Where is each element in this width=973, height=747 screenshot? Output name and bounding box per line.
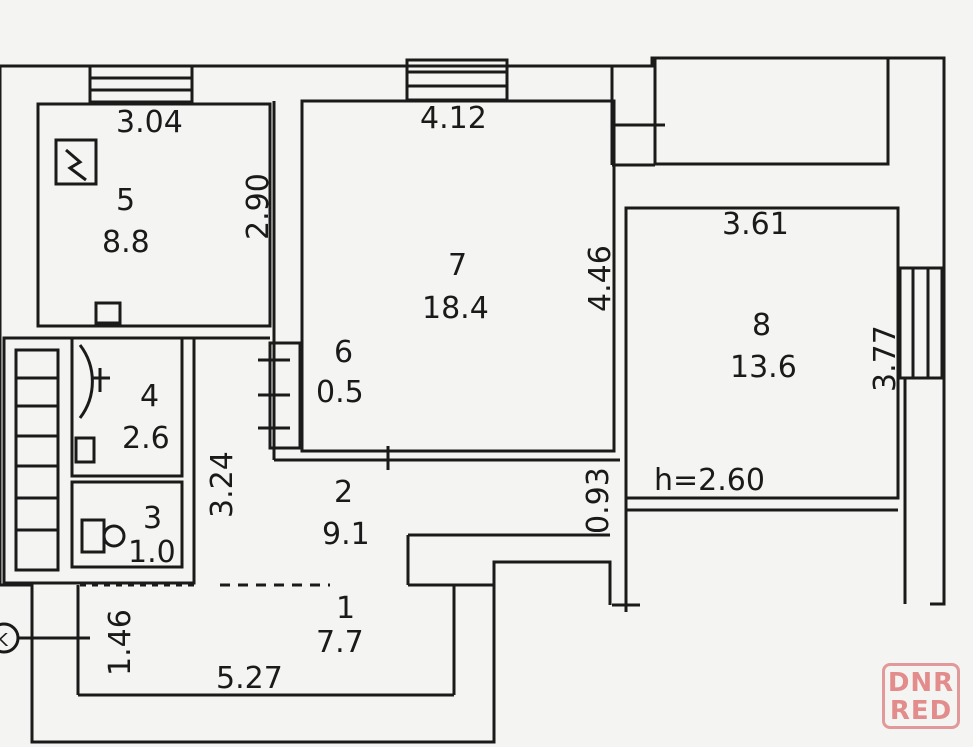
room-3-area: 1.0 — [128, 535, 176, 570]
room-5-number: 5 — [116, 183, 135, 218]
watermark-logo: DNR RED — [882, 663, 960, 729]
room-7-number: 7 — [448, 248, 467, 283]
ceiling-height: h=2.60 — [654, 463, 765, 498]
watermark-line1: DNR — [887, 668, 955, 698]
room-2-area: 9.1 — [322, 517, 370, 552]
dim-room5-height: 2.90 — [241, 173, 276, 240]
room-2-number: 2 — [334, 475, 353, 510]
dimension-labels: 3.04 2.90 4.12 4.46 3.61 3.77 3.24 0.93 … — [0, 101, 903, 696]
room-7-outline — [300, 99, 616, 453]
room-5-outline — [36, 102, 272, 328]
room-labels: 5 8.8 7 18.4 8 13.6 6 0.5 4 2.6 3 1.0 2 … — [102, 183, 797, 660]
room-1-number: 1 — [336, 591, 355, 626]
electric-panel-icon — [54, 138, 98, 186]
toilet-icon — [80, 518, 106, 554]
room-4-area: 2.6 — [122, 421, 170, 456]
room-6-area: 0.5 — [316, 375, 364, 410]
radiator-room5 — [94, 301, 122, 325]
room-5-area: 8.8 — [102, 225, 150, 260]
room-8-area: 13.6 — [730, 350, 797, 385]
room-8-outline — [624, 206, 900, 500]
dim-bath-height: 3.24 — [205, 451, 240, 518]
room-6-number: 6 — [334, 335, 353, 370]
room-4-outline — [70, 336, 184, 478]
dim-hall-gap: 0.93 — [581, 467, 616, 534]
bathtub-icon — [14, 348, 60, 572]
room-3-outline — [70, 480, 184, 569]
outer-wall-left-bottom — [0, 66, 612, 744]
room-8-number: 8 — [752, 308, 771, 343]
room-7-area: 18.4 — [422, 291, 489, 326]
entrance-symbol: K — [0, 630, 9, 651]
dim-room7-width: 4.12 — [420, 101, 487, 136]
shower-icon — [78, 344, 94, 419]
outer-wall-right — [888, 56, 946, 606]
room-1-area: 7.7 — [316, 625, 364, 660]
room-3-number: 3 — [143, 501, 162, 536]
dim-room5-width: 3.04 — [116, 105, 183, 140]
dim-corridor-height: 1.46 — [103, 609, 138, 676]
sink-icon — [74, 436, 96, 464]
window-room8 — [898, 266, 944, 380]
dim-corridor-width: 5.27 — [216, 661, 283, 696]
room-4-number: 4 — [140, 379, 159, 414]
dim-room7-height: 4.46 — [583, 245, 618, 312]
window-room5 — [88, 64, 194, 104]
balcony-top-right — [653, 56, 890, 166]
watermark-line2: RED — [889, 696, 953, 726]
dim-room8-height: 3.77 — [868, 325, 903, 392]
dim-room8-width: 3.61 — [722, 207, 789, 242]
